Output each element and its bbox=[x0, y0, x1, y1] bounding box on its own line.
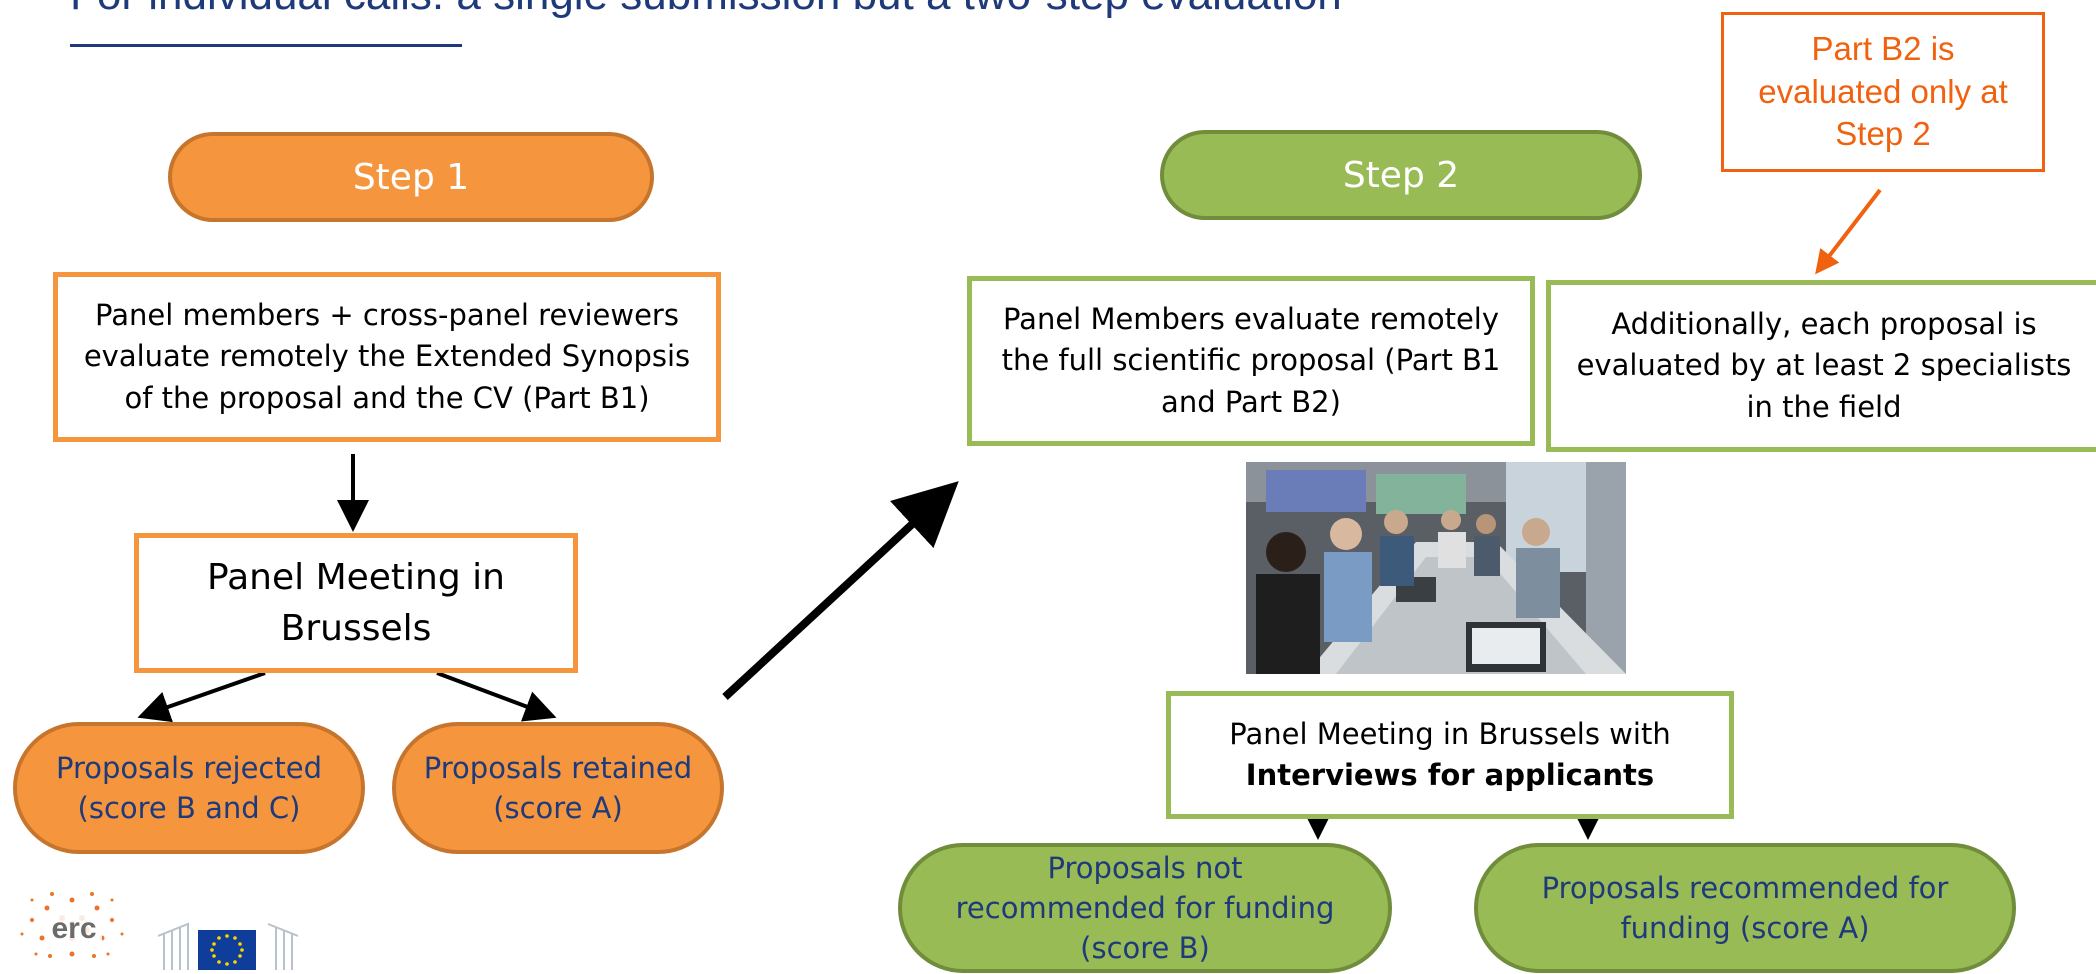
arrow-note-to-specialists bbox=[1815, 188, 1882, 275]
meeting-photo-illustration bbox=[1246, 462, 1626, 674]
step-1-panel-meeting-text: Panel Meeting in Brussels bbox=[207, 556, 505, 649]
arrow-step1-to-step2 bbox=[722, 481, 959, 700]
proposals-rejected-text: Proposals rejected (score B and C) bbox=[55, 750, 322, 825]
step-2-panel-meeting-box: Panel Meeting in Brussels with Interview… bbox=[1166, 691, 1734, 819]
eu-flag-logo bbox=[157, 922, 299, 970]
page-title: For individual calls: a single submissio… bbox=[70, 0, 1342, 20]
proposals-recommended-text: Proposals recommended for funding (score… bbox=[1541, 870, 1949, 945]
part-b2-note: Part B2 is evaluated only at Step 2 bbox=[1721, 12, 2045, 172]
interviews-for-applicants-text: Interviews for applicants bbox=[1245, 758, 1655, 792]
step-1-panel-meeting-box: Panel Meeting in Brussels bbox=[134, 533, 578, 673]
step-1-remote-evaluation-text: Panel members + cross-panel reviewers ev… bbox=[83, 298, 691, 415]
erc-logo: erc bbox=[2, 878, 142, 970]
step-2-label: Step 2 bbox=[1160, 130, 1642, 220]
step-2-specialists-box: Additionally, each proposal is evaluated… bbox=[1546, 280, 2096, 452]
proposals-not-recommended-text: Proposals not recommended for funding (s… bbox=[955, 850, 1335, 965]
panel-meeting-photo bbox=[1246, 462, 1626, 674]
step-1-remote-evaluation-box: Panel members + cross-panel reviewers ev… bbox=[53, 272, 721, 442]
step-1-label: Step 1 bbox=[168, 132, 654, 222]
erc-logo-text: erc bbox=[51, 912, 96, 945]
european-commission-logo bbox=[157, 916, 299, 970]
step-2-remote-evaluation-text: Panel Members evaluate remotely the full… bbox=[1001, 302, 1501, 419]
arrow-meeting-to-rejected bbox=[137, 671, 266, 723]
step-2-specialists-text: Additionally, each proposal is evaluated… bbox=[1576, 307, 2072, 424]
proposals-rejected-node: Proposals rejected (score B and C) bbox=[13, 722, 365, 854]
step-2-panel-meeting-text: Panel Meeting in Brussels with bbox=[1229, 716, 1671, 751]
erc-logo-mark: erc bbox=[20, 892, 124, 958]
part-b2-note-text: Part B2 is evaluated only at Step 2 bbox=[1758, 29, 2008, 153]
proposals-retained-node: Proposals retained (score A) bbox=[392, 722, 724, 854]
arrow-meeting-to-retained bbox=[436, 671, 557, 722]
proposals-not-recommended-node: Proposals not recommended for funding (s… bbox=[898, 843, 1392, 973]
proposals-retained-text: Proposals retained (score A) bbox=[423, 750, 693, 825]
step-2-remote-evaluation-box: Panel Members evaluate remotely the full… bbox=[967, 276, 1535, 446]
proposals-recommended-node: Proposals recommended for funding (score… bbox=[1474, 843, 2016, 973]
title-underline bbox=[70, 44, 462, 47]
